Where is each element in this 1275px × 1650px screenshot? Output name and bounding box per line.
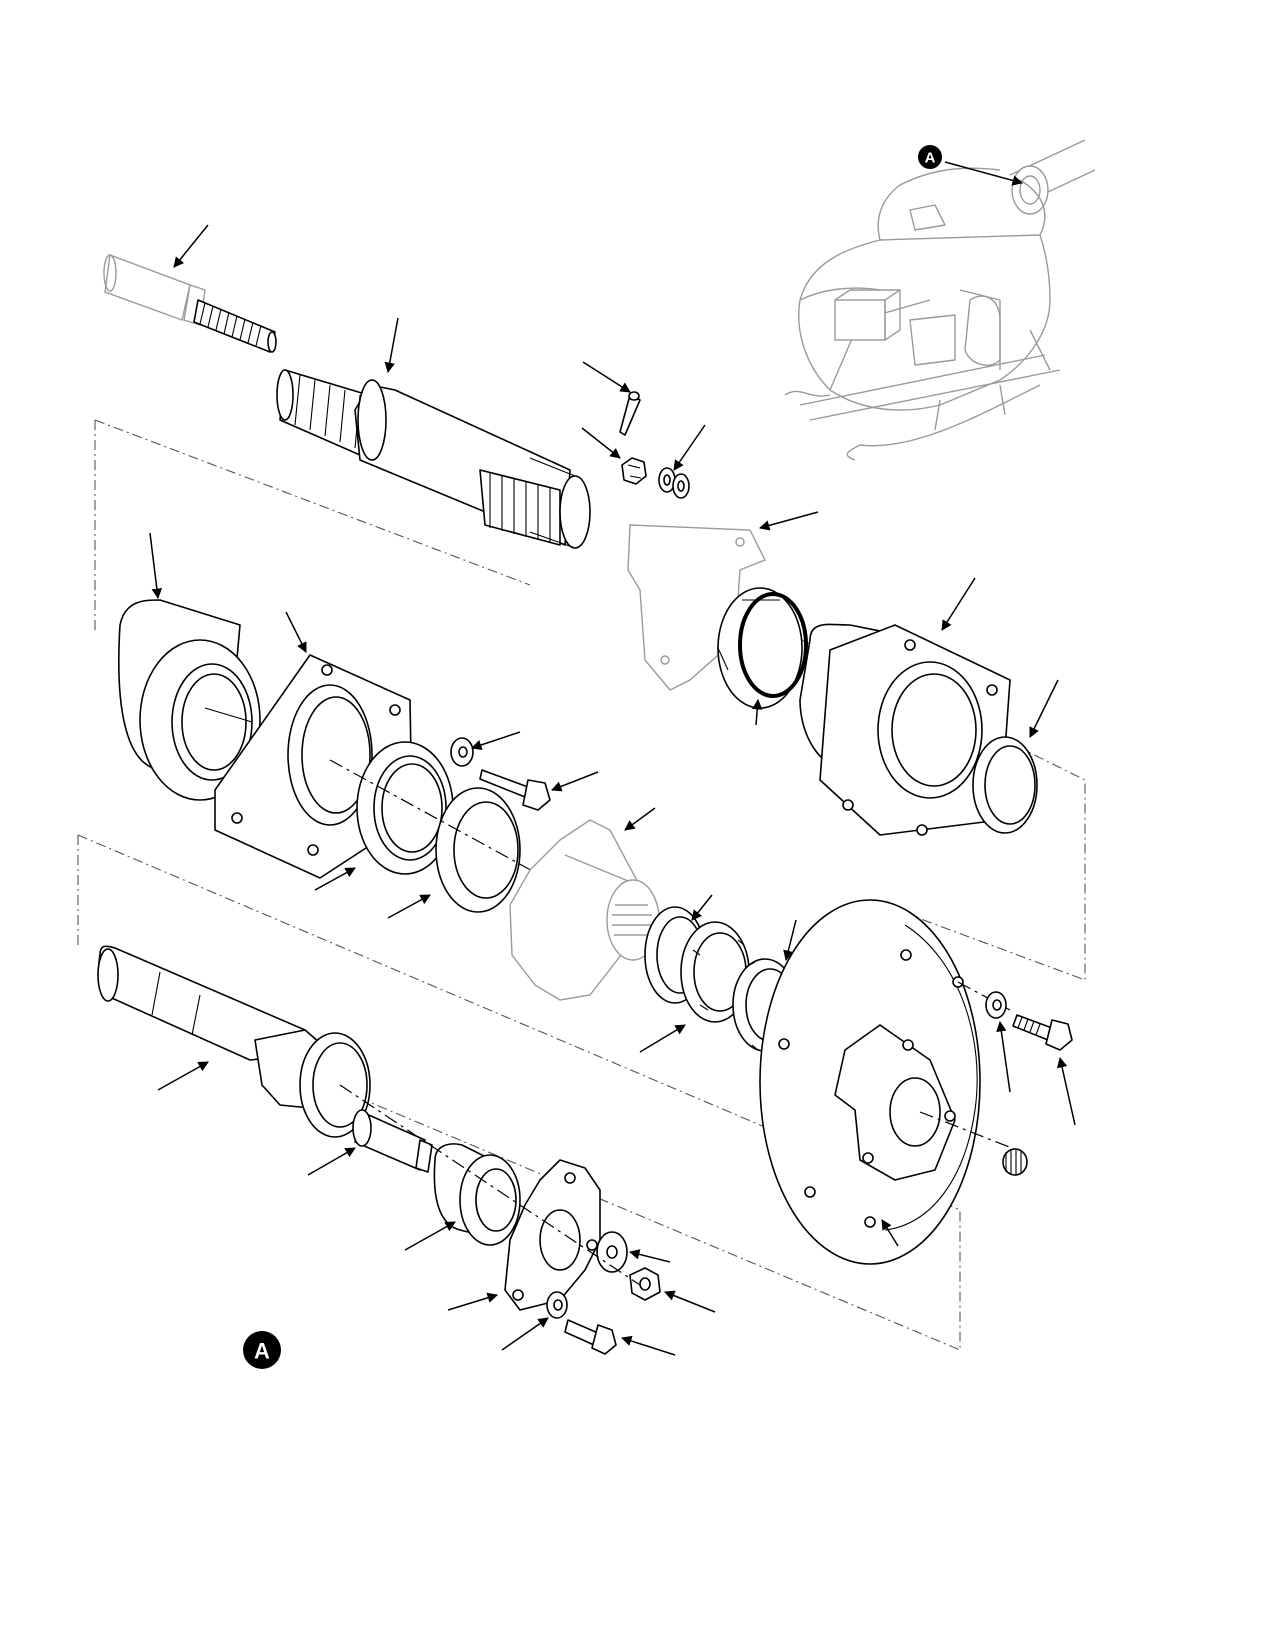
set-screw-plug	[1002, 1148, 1028, 1176]
leader-adapter-shaft	[173, 224, 209, 268]
leader-retainer-bolt	[621, 1335, 676, 1356]
housing-washer	[450, 737, 474, 767]
leader-seal-ring	[752, 698, 763, 726]
leader-cone-washer	[628, 1249, 671, 1263]
leader-housing-washer	[471, 731, 521, 750]
leader-retainer-plate	[447, 1292, 499, 1311]
seal-ring	[717, 587, 808, 709]
threaded-stud	[193, 299, 277, 353]
leader-tail-shaft	[157, 1061, 209, 1091]
leader-left-bearing	[149, 532, 163, 600]
centerline-flange-plug	[919, 1111, 1023, 1153]
lower-bearing	[433, 1143, 521, 1246]
leader-retainer-nut	[664, 1290, 716, 1313]
leader-hub-adapter	[624, 807, 656, 831]
centerline-lower	[339, 1084, 641, 1286]
leader-lower-bearing	[404, 1221, 456, 1251]
leader-flange-plate	[881, 1219, 899, 1247]
detail-callout-main: A	[243, 1331, 281, 1369]
leader-drive-shaft	[384, 317, 399, 374]
hub-adapter-ghost	[509, 819, 660, 1001]
right-bearing-housing	[799, 623, 1011, 836]
stub-shaft	[352, 1109, 433, 1173]
support-bracket	[627, 524, 766, 691]
detail-callout-main-label: A	[254, 1339, 270, 1364]
detail-callout-locator-label: A	[925, 150, 936, 167]
spacer-ring-inner	[435, 787, 521, 913]
castle-nut	[621, 457, 647, 485]
flange-washer	[985, 991, 1007, 1019]
leader-right-housing	[941, 577, 976, 631]
leader-retainer-washer	[501, 1317, 549, 1351]
leader-thrust-ring	[691, 894, 713, 921]
leader-tab-lock-washer	[783, 919, 797, 962]
spacer-ring-outer	[356, 741, 454, 875]
leader-washers	[673, 424, 706, 471]
leader-cotter-pin	[582, 361, 631, 393]
leader-spanner-nut	[639, 1024, 686, 1053]
leader-retaining-ring	[1029, 679, 1059, 738]
leader-bracket	[758, 511, 819, 531]
retainer-nut	[629, 1267, 661, 1301]
leader-stub-shaft	[307, 1147, 356, 1176]
housing-bolt	[479, 769, 551, 811]
spanner-nut	[680, 921, 753, 1023]
leader-castle-nut	[581, 427, 621, 459]
leader-spacer-outer	[314, 867, 356, 891]
retainer-bolt	[564, 1319, 617, 1355]
flange-bolt	[1012, 1014, 1073, 1051]
phantom-outline-lower	[77, 834, 961, 1351]
detail-callout-locator: A	[918, 145, 942, 169]
centerline-middle	[329, 759, 641, 931]
washers-pair	[658, 467, 690, 499]
retainer-washer	[546, 1291, 568, 1319]
leader-left-housing	[285, 611, 307, 653]
leader-flange-bolt	[1056, 1056, 1076, 1126]
adapter-shaft-ghost	[103, 254, 206, 326]
helicopter-locator-view: A	[784, 139, 1096, 461]
centerline-flange-bolt	[957, 981, 1011, 1011]
retainer-plate	[504, 1159, 601, 1311]
mounting-flange-plate	[759, 899, 981, 1265]
leader-flange-washer	[996, 1020, 1011, 1093]
cotter-pin	[619, 391, 641, 436]
leader-housing-bolt	[551, 771, 599, 792]
tail-rotor-drive-shaft	[97, 945, 371, 1138]
leader-spacer-inner	[387, 894, 431, 919]
left-roller-bearing	[118, 599, 261, 801]
splined-drive-shaft	[276, 369, 591, 549]
right-retaining-ring	[972, 736, 1038, 834]
